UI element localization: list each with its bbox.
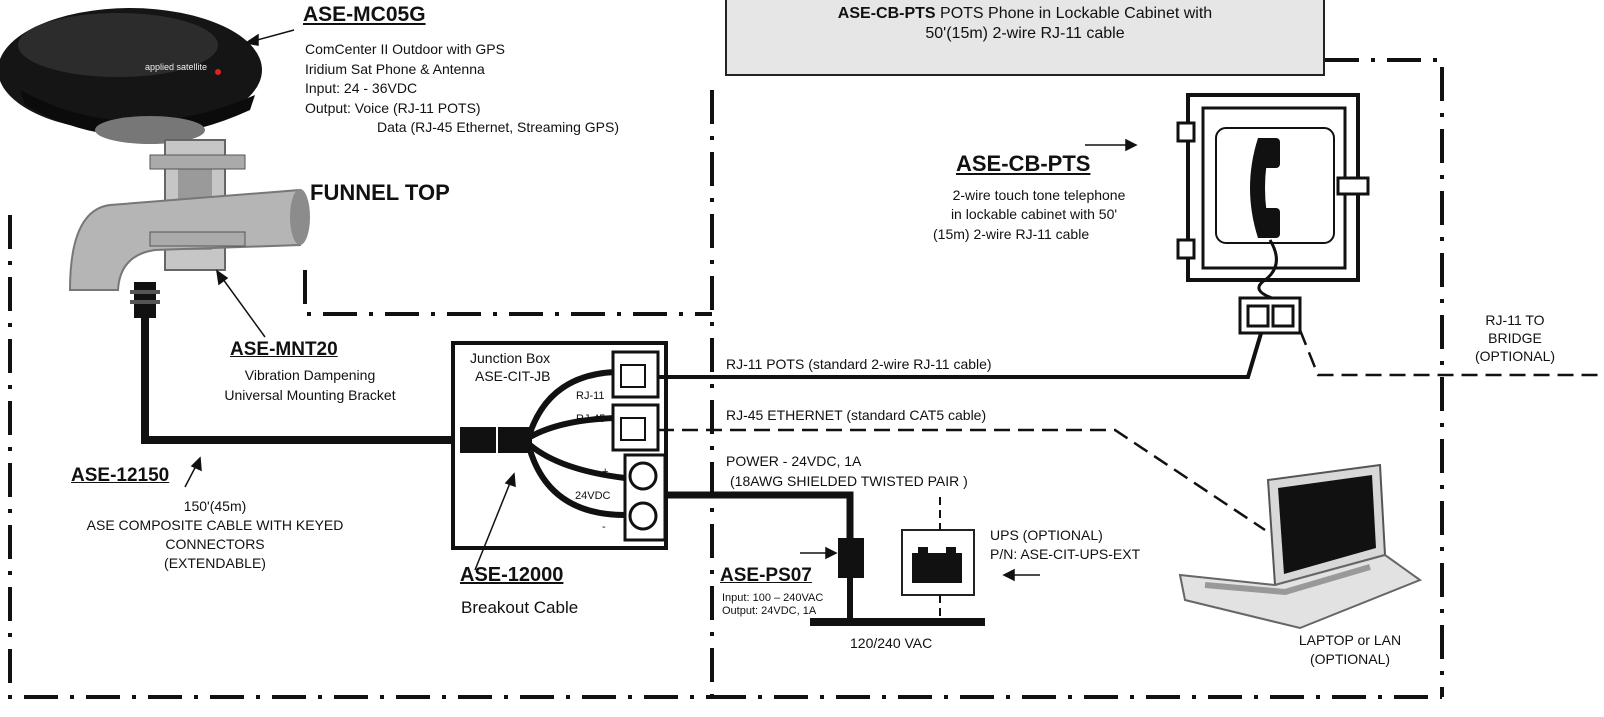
jb-label-1: Junction Box xyxy=(470,350,551,366)
ps07-input: Input: 100 – 240VAC xyxy=(722,592,824,604)
phone-cabinet xyxy=(1176,93,1370,335)
header-text: POTS Phone in Lockable Cabinet with xyxy=(940,5,1213,22)
laptop-line-2: (OPTIONAL) xyxy=(1309,651,1391,667)
power-cable-label-2: (18AWG SHIELDED TWISTED PAIR ) xyxy=(730,473,968,489)
mc05g-line-5: Data (RJ-45 Ethernet, Streaming GPS) xyxy=(377,119,619,135)
jb-rj45-label: RJ-45 xyxy=(576,413,606,425)
jb-plus-label: + xyxy=(602,466,609,478)
jb-rj11-label: RJ-11 xyxy=(576,390,605,402)
breakout-wires xyxy=(527,369,626,518)
rj45-cable xyxy=(658,428,1266,532)
jb-minus-label: - xyxy=(602,521,606,533)
mc05g-line-3: Input: 24 - 36VDC xyxy=(305,80,418,96)
ps07-title: ASE-PS07 xyxy=(720,565,812,586)
power-supply xyxy=(838,538,864,578)
a12150-line-1: 150'(45m) xyxy=(183,498,247,514)
ups-unit xyxy=(901,497,975,622)
bridge-line-2: BRIDGE xyxy=(1488,330,1542,346)
a12150-title: ASE-12150 xyxy=(71,465,170,486)
a12150-line-2: ASE COMPOSITE CABLE WITH KEYED xyxy=(86,517,344,533)
bridge-cable xyxy=(1298,329,1604,377)
cbpts-line-2: in lockable cabinet with 50' xyxy=(950,206,1118,222)
ps07-output: Output: 24VDC, 1A xyxy=(722,605,817,617)
laptop xyxy=(1178,463,1423,630)
header-line2: 50'(15m) 2-wire RJ-11 cable xyxy=(925,25,1125,42)
power-cable-label-1: POWER - 24VDC, 1A xyxy=(726,453,862,469)
mc05g-line-1: ComCenter II Outdoor with GPS xyxy=(305,41,505,57)
keyed-connector xyxy=(130,282,160,318)
a12000-sub: Breakout Cable xyxy=(461,598,579,617)
cbpts-line-3: (15m) 2-wire RJ-11 cable xyxy=(933,226,1090,242)
rj45-cable-label: RJ-45 ETHERNET (standard CAT5 cable) xyxy=(726,407,987,423)
mnt20-title: ASE-MNT20 xyxy=(230,339,338,360)
mains-label: 120/240 VAC xyxy=(850,635,933,651)
funnel-top-label: FUNNEL TOP xyxy=(310,180,450,205)
a12000-title: ASE-12000 xyxy=(460,564,564,586)
ups-line-1: UPS (OPTIONAL) xyxy=(990,527,1103,543)
cbpts-line-1: 2-wire touch tone telephone xyxy=(952,187,1126,203)
jb-24vdc-label: 24VDC xyxy=(575,490,611,502)
composite-cable xyxy=(141,318,460,444)
mc05g-line-4: Output: Voice (RJ-11 POTS) xyxy=(305,100,481,116)
header-box: ASE-CB-PTS POTS Phone in Lockable Cabine… xyxy=(725,0,1325,76)
mc05g-title: ASE-MC05G xyxy=(303,3,426,26)
mnt20-line-2: Universal Mounting Bracket xyxy=(224,387,396,403)
header-code: ASE-CB-PTS xyxy=(837,5,936,22)
boundary-funnel xyxy=(303,270,712,316)
mc05g-line-2: Iridium Sat Phone & Antenna xyxy=(305,61,485,77)
satellite-terminal: applied satellite xyxy=(0,8,310,291)
bridge-line-3: (OPTIONAL) xyxy=(1474,348,1556,364)
a12150-line-3: CONNECTORS xyxy=(165,536,265,552)
power-cable xyxy=(665,491,854,540)
rj11-cable xyxy=(658,329,1264,379)
rj11-cable-label: RJ-11 POTS (standard 2-wire RJ-11 cable) xyxy=(726,356,992,372)
a12150-line-4: (EXTENDABLE) xyxy=(164,555,266,571)
mnt20-line-1: Vibration Dampening xyxy=(244,367,376,383)
cbpts-title: ASE-CB-PTS xyxy=(956,151,1091,176)
ups-line-2: P/N: ASE-CIT-UPS-EXT xyxy=(990,546,1141,562)
brand-mark: applied satellite xyxy=(145,62,207,72)
laptop-line-1: LAPTOP or LAN xyxy=(1298,632,1402,648)
bridge-line-1: RJ-11 TO xyxy=(1485,312,1545,328)
jb-label-2: ASE-CIT-JB xyxy=(475,368,551,384)
boundary-left xyxy=(8,215,712,699)
